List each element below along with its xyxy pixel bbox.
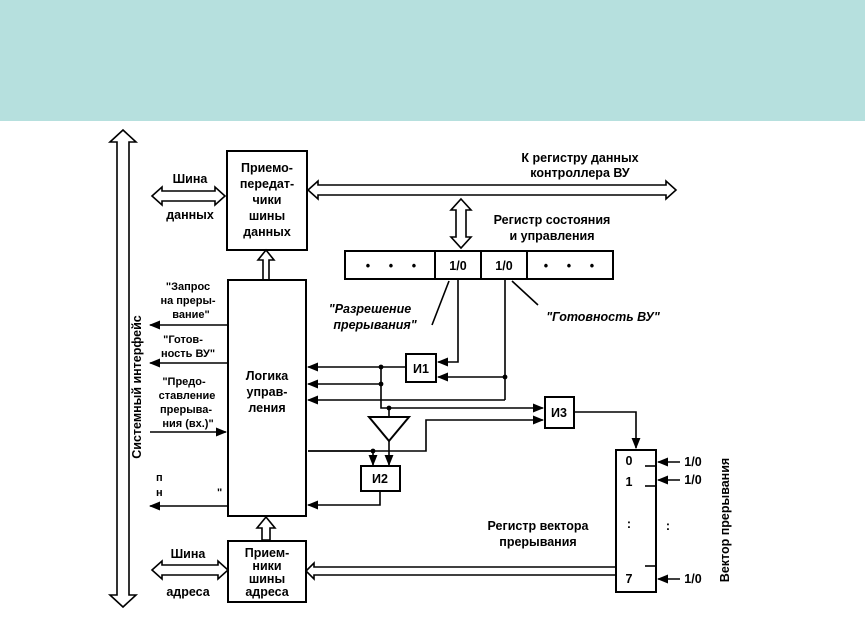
interrupt-grant-label-2: ставление [159,390,216,402]
receivers-label-1: Прием- [245,546,290,560]
interrupt-grant-label-1: "Предо- [162,376,206,388]
ready-signal-label-2: ность ВУ" [161,348,215,360]
vector-index-7: 7 [626,572,633,586]
address-bus-label-2: адреса [166,585,210,599]
vector-value-1: 1/0 [684,473,701,487]
vector-index-1: 1 [626,475,633,489]
interrupt-grant-label-3: прерыва- [160,404,212,416]
status-register-box [344,250,614,280]
interrupt-request-label-2: на преры- [160,295,215,307]
status-bit-8: • [590,259,594,273]
status-bit-1: • [366,259,370,273]
vector-value-0: 1/0 [684,455,701,469]
interrupt-grant-out-label-2: н [156,487,163,499]
receivers-label-4: адреса [245,585,289,599]
vector-register-label-1: Регистр вектора [488,519,590,533]
logic-label-1: Логика [246,369,290,383]
address-bus-label-1: Шина [171,547,207,561]
data-register-bus-arrow [306,179,678,201]
vector-value-7: 1/0 [684,572,701,586]
and1-gate [405,353,437,383]
interrupt-vector-label: Вектор прерывания [718,458,732,582]
interrupt-grant-out-label-1: п [156,472,163,484]
status-bit-2: • [389,259,393,273]
logic-label-2: управ- [247,385,288,399]
status-bit-enable: 1/0 [449,259,466,273]
receivers-to-logic-arrow [255,515,277,541]
system-interface-label: Системный интерфейс [130,315,144,459]
interrupt-grant-label-4: ния (вх.)" [162,418,213,430]
status-register-bus-arrow [449,197,473,250]
address-bus-arrow [150,559,230,581]
vector-register-box [615,449,657,593]
to-data-register-label-2: контроллера ВУ [530,166,630,180]
transceivers-label-1: Приемо- [241,161,293,175]
status-bit-7: • [567,259,571,273]
data-bus-label-2: данных [166,208,214,222]
address-receivers-box [227,540,307,603]
interrupt-request-label-1: "Запрос [166,281,210,293]
data-bus-arrow [150,185,227,207]
interrupt-grant-out-label-3: " [217,487,222,499]
system-interface-bus [107,128,139,609]
and2-label: И2 [372,472,388,486]
device-ready-label: "Готовность ВУ" [546,310,661,324]
logic-label-3: ления [248,401,285,415]
vector-index-dots: : [627,517,631,531]
buffer-triangle [366,416,412,443]
to-data-register-label-1: К регистру данных [521,151,638,165]
ready-signal-label-1: "Готов- [163,334,203,346]
transceivers-label-5: данных [243,225,291,239]
receivers-label-3: шины [249,572,285,586]
data-transceivers-box [226,150,308,251]
and3-label: И3 [551,406,567,420]
data-bus-label-1: Шина [173,172,209,186]
interrupt-enable-label-2: прерывания" [333,318,417,332]
interrupt-enable-label-1: "Разрешение [329,302,411,316]
interrupt-request-label-3: вание" [172,309,209,321]
status-bit-6: • [544,259,548,273]
transceivers-label-2: передат- [240,177,294,191]
transceivers-label-3: чики [253,193,282,207]
receivers-label-2: ники [252,559,281,573]
status-register-label-1: Регистр состояния [494,213,611,227]
and1-label: И1 [413,362,429,376]
logic-to-transceiver-arrow [256,248,276,281]
vector-value-dots: : [666,519,670,533]
vector-index-0: 0 [626,454,633,468]
status-register-label-2: и управления [509,229,594,243]
transceivers-label-4: шины [249,209,285,223]
vector-register-label-2: прерывания [499,535,576,549]
status-bit-3: • [412,259,416,273]
status-bit-ready: 1/0 [495,259,512,273]
vector-to-address-bus-arrow [304,561,617,581]
header-banner [0,0,865,121]
control-logic-box [227,279,307,517]
